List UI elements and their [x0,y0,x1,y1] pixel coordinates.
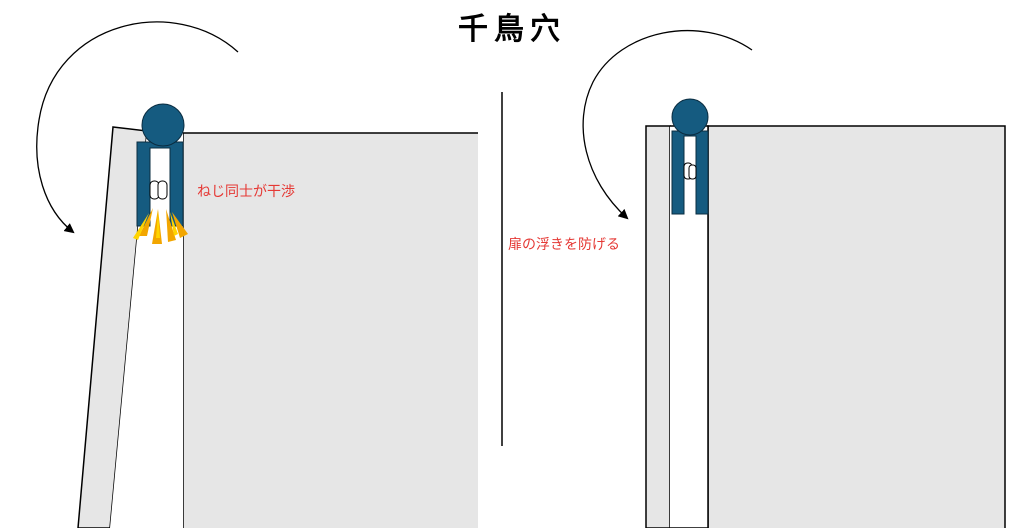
left-screw-b [157,180,168,200]
prevention-label: 扉の浮きを防げる [508,237,620,253]
right-cabinet-panel [708,126,1005,528]
right-hinge-knuckle [671,98,709,136]
left-rotation-arrow-icon [36,21,239,234]
interference-label: ねじ同士が干渉 [197,184,295,200]
right-screw-b [688,164,697,180]
spark-icon [133,208,188,244]
left-hinge-knuckle [141,103,185,147]
diagram-title: 千鳥穴 [458,12,566,47]
left-gap [110,131,183,528]
right-door [645,125,671,529]
right-rotation-arrow-icon [582,30,753,220]
left-cabinet-panel [183,133,478,528]
right-hinge-body [671,130,709,215]
right-scene [582,30,1006,529]
left-scene [36,21,478,529]
